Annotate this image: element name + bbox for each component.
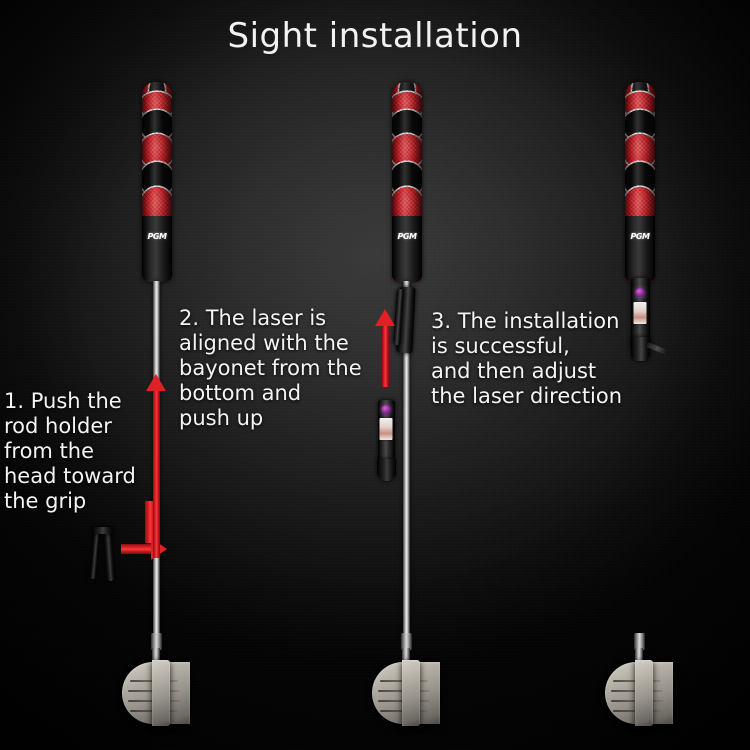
step-1-arrow-horizontal-shaft xyxy=(121,544,153,554)
hosel-2 xyxy=(402,648,410,670)
grip-3: PGM xyxy=(625,82,655,282)
grip-brand-1: PGM xyxy=(147,232,167,241)
step-3-caption: 3. The installation is successful, and t… xyxy=(431,309,623,408)
laser-label-installed-3 xyxy=(633,302,647,324)
laser-lens-installed-3 xyxy=(635,288,645,297)
step-2-arrow-up-shaft xyxy=(382,325,389,387)
page-title: Sight installation xyxy=(227,16,523,56)
laser-label-detached-2 xyxy=(379,418,393,440)
hosel-1 xyxy=(152,648,160,670)
shaft-2 xyxy=(403,281,410,636)
club-panel-3: PGM xyxy=(555,0,705,750)
club-panel-2: PGM xyxy=(345,0,495,750)
hosel-3 xyxy=(635,648,643,670)
step-1-arrow-up-head xyxy=(146,374,166,391)
step-2-arrow-up-head xyxy=(375,309,395,326)
putter-head-1-body xyxy=(152,660,170,726)
step-1-arrow-up-shaft xyxy=(153,390,160,558)
ferrule-1 xyxy=(151,633,162,650)
grip-brand-2: PGM xyxy=(397,232,417,241)
ferrule-2 xyxy=(401,633,412,650)
ferrule-3 xyxy=(634,633,645,650)
step-2-caption: 2. The laser is aligned with the bayonet… xyxy=(179,306,362,430)
club-panel-1: PGM xyxy=(95,0,245,750)
grip-2: PGM xyxy=(392,82,422,282)
step-1-arrow-vertical-down-shaft xyxy=(145,501,156,543)
grip-brand-3: PGM xyxy=(630,232,650,241)
step-1-caption: 1. Push the rod holder from the head tow… xyxy=(4,389,136,513)
putter-head-3-body xyxy=(635,660,653,726)
laser-lens-detached-2 xyxy=(381,405,391,414)
laser-mount-tail-2 xyxy=(377,459,396,481)
grip-1: PGM xyxy=(142,82,172,282)
putter-head-2-body xyxy=(402,660,420,726)
rod-holder-installed-3 xyxy=(631,337,650,361)
rod-holder-detached-1-top xyxy=(92,527,113,534)
